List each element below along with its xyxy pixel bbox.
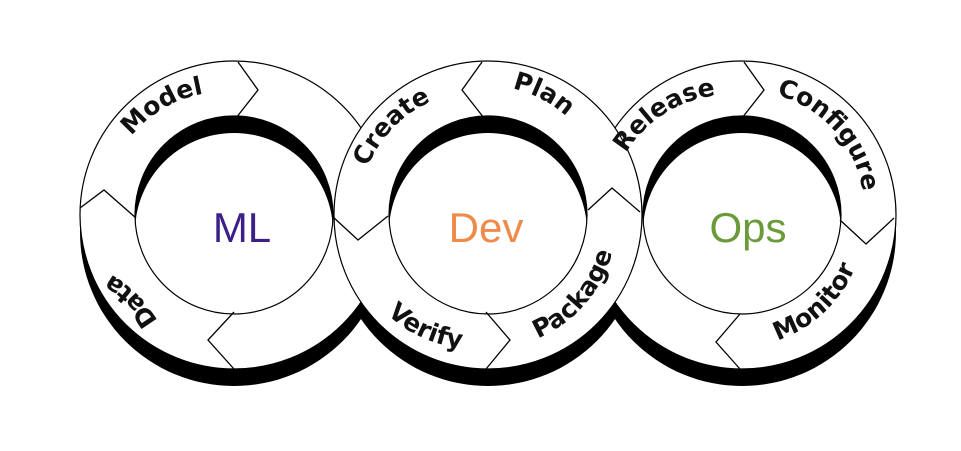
ml-title: ML [213, 204, 271, 251]
chevron-separators [79, 61, 895, 370]
chevron-dev-bottom [485, 311, 511, 370]
chevron-ops-right [839, 217, 895, 245]
chevron-ops-bottom [715, 313, 741, 370]
chevron-ml-left [79, 189, 137, 219]
chevron-ml-right [331, 215, 389, 241]
dev-ring [333, 60, 643, 370]
chevron-ml-top [235, 61, 259, 119]
chevron-ml-bottom [207, 311, 235, 370]
dev-title: Dev [449, 204, 524, 251]
chevron-ops-top [741, 61, 765, 119]
chevron-dev-right [587, 187, 641, 213]
chevron-dev-top [461, 61, 485, 119]
ops-ring [587, 60, 897, 370]
ops-title: Ops [709, 204, 786, 251]
loop-titles: ML Dev Ops [213, 204, 787, 251]
rings [79, 60, 897, 370]
